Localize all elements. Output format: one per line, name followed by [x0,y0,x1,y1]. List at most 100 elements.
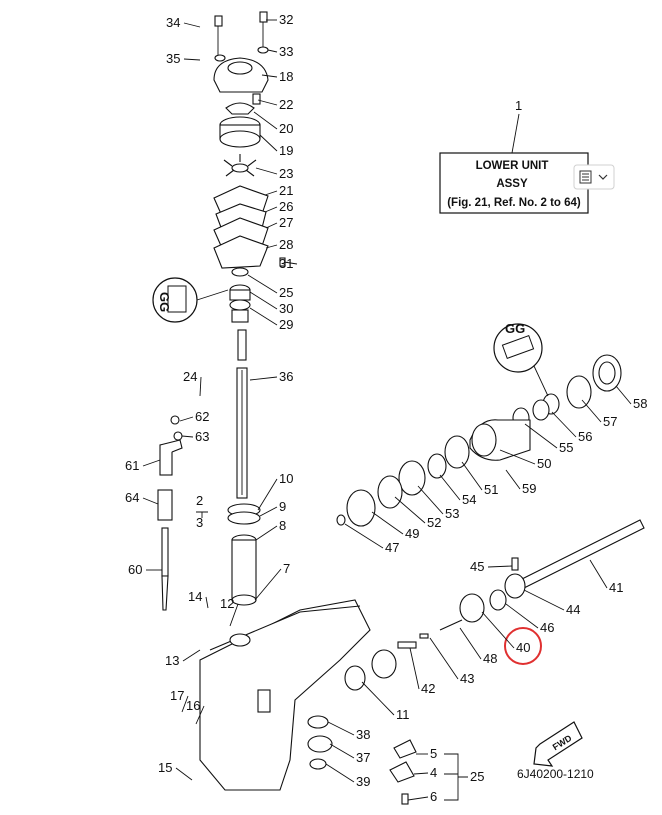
callout-19[interactable]: 19 [279,143,293,158]
callout-16[interactable]: 16 [186,698,200,713]
callout-5[interactable]: 5 [430,746,437,761]
callout-10[interactable]: 10 [279,471,293,486]
callout-3[interactable]: 3 [196,515,203,530]
leader-line-62 [179,416,194,422]
svg-text:GG: GG [157,292,172,312]
callout-52[interactable]: 52 [427,515,441,530]
callout-28[interactable]: 28 [279,237,293,252]
callout-64[interactable]: 64 [125,490,139,505]
list-dropdown-widget[interactable] [573,164,615,190]
svg-text:GG: GG [505,321,525,336]
callout-6[interactable]: 6 [430,789,437,804]
leader-line-51 [461,461,483,491]
callout-59[interactable]: 59 [522,481,536,496]
callout-30[interactable]: 30 [279,301,293,316]
callout-22[interactable]: 22 [279,97,293,112]
callout-25[interactable]: 25 [279,285,293,300]
water-pump-stack [213,11,286,323]
callout-47[interactable]: 47 [385,540,399,555]
callout-34[interactable]: 34 [166,15,180,30]
callout-56[interactable]: 56 [578,429,592,444]
callout-12[interactable]: 12 [220,596,234,611]
callout-23[interactable]: 23 [279,166,293,181]
leader-line-49 [371,511,404,535]
callout-33[interactable]: 33 [279,44,293,59]
leader-line-46 [505,603,539,629]
callout-8[interactable]: 8 [279,518,286,533]
bracket-5-4-6 [444,753,468,801]
callout-36[interactable]: 36 [279,369,293,384]
callout-11[interactable]: 11 [396,707,410,722]
leader-line-37 [329,743,355,759]
callout-9[interactable]: 9 [279,499,286,514]
callout-51[interactable]: 51 [484,482,498,497]
callout-13[interactable]: 13 [165,653,179,668]
callout-41[interactable]: 41 [609,580,623,595]
callout-45[interactable]: 45 [470,559,484,574]
callout-26[interactable]: 26 [279,199,293,214]
leader-line-59 [505,469,521,490]
callout-7[interactable]: 7 [283,561,290,576]
callout-21[interactable]: 21 [279,183,293,198]
callout-29[interactable]: 29 [279,317,293,332]
leader-line-4 [413,772,429,775]
leader-line-58 [615,385,632,405]
leader-line-19 [259,134,278,152]
callout-39[interactable]: 39 [356,774,370,789]
callout-61[interactable]: 61 [125,458,139,473]
callout-35[interactable]: 35 [166,51,180,66]
callout-38[interactable]: 38 [356,727,370,742]
callout-46[interactable]: 46 [540,620,554,635]
leader-line-22 [257,99,278,106]
callout-2-assembly[interactable]: 25 [470,769,484,784]
leader-line-40 [481,611,515,649]
callout-14[interactable]: 14 [188,589,202,604]
callout-27[interactable]: 27 [279,215,293,230]
callout-60[interactable]: 60 [128,562,142,577]
callout-62[interactable]: 62 [195,409,209,424]
leader-line-15 [175,767,193,781]
leader-line-57 [581,399,602,423]
callout-1[interactable]: 1 [515,98,522,113]
callout-43[interactable]: 43 [460,671,474,686]
callout-4[interactable]: 4 [430,765,437,780]
chevron-down-icon [598,174,608,180]
title-line2: ASSY [496,178,528,190]
callout-20[interactable]: 20 [279,121,293,136]
leader-line-56 [551,411,577,438]
callout-2[interactable]: 2 [196,493,203,508]
callout-15[interactable]: 15 [158,760,172,775]
leader-line-44 [523,589,565,611]
leader-line-24 [199,376,202,397]
callout-32[interactable]: 32 [279,12,293,27]
callout-18[interactable]: 18 [279,69,293,84]
leader-line-36 [249,376,278,381]
leader-line-54 [439,474,461,501]
callout-57[interactable]: 57 [603,414,617,429]
callout-17[interactable]: 17 [170,688,184,703]
callout-24[interactable]: 24 [183,369,197,384]
callout-48[interactable]: 48 [483,651,497,666]
callout-53[interactable]: 53 [445,506,459,521]
callout-44[interactable]: 44 [566,602,580,617]
callout-42[interactable]: 42 [421,681,435,696]
prop-shaft-assembly [336,354,645,691]
callout-37[interactable]: 37 [356,750,370,765]
callout-58[interactable]: 58 [633,396,647,411]
leader-line-21 [264,190,278,196]
leader-line-41 [589,559,608,589]
callout-55[interactable]: 55 [559,440,573,455]
leader-line-30 [249,291,278,310]
leader-line-35 [183,58,201,61]
leader-line-9 [259,506,278,517]
bushing-set [227,503,261,606]
callout-49[interactable]: 49 [405,526,419,541]
callout-50[interactable]: 50 [537,456,551,471]
leader-line-48 [459,627,482,660]
callout-54[interactable]: 54 [462,492,476,507]
callout-31[interactable]: 31 [279,256,293,271]
grease-gg-top: GG [152,277,229,323]
callout-40[interactable]: 40 [516,640,530,655]
callout-63[interactable]: 63 [195,429,209,444]
